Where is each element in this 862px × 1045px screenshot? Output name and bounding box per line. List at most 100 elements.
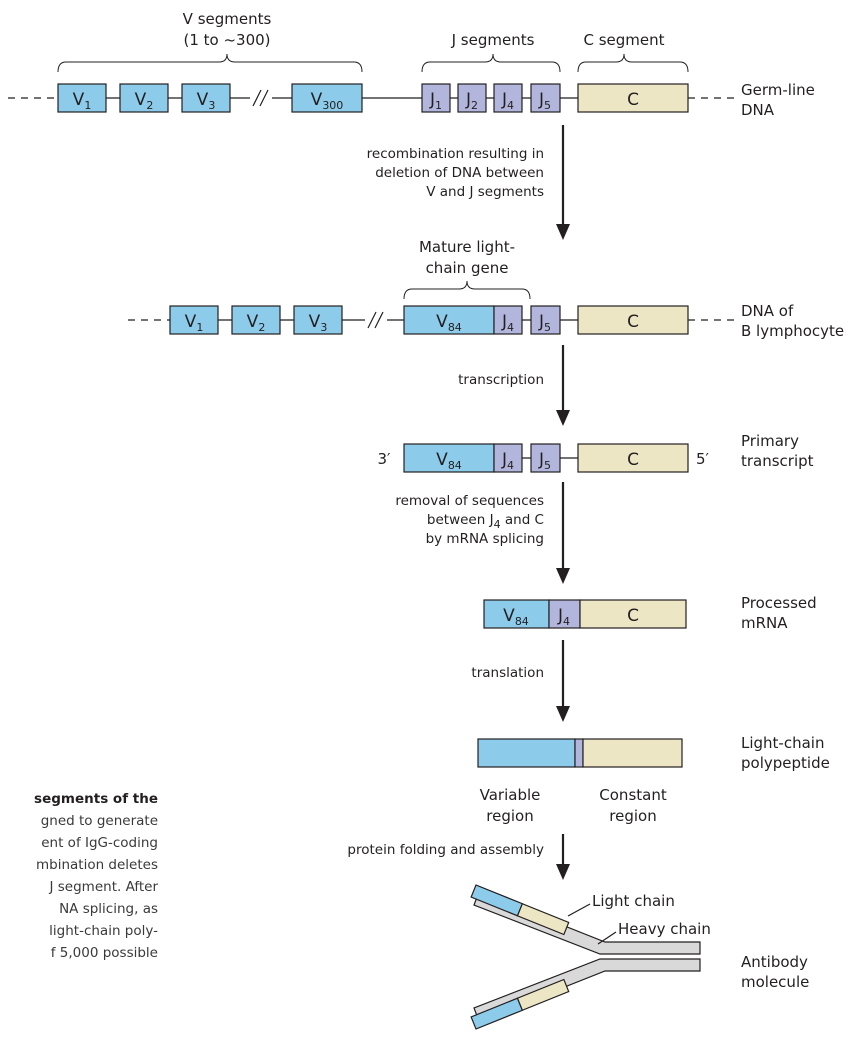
- germline-j5-label: J5: [538, 90, 551, 112]
- upper-light-chain: [470, 884, 570, 936]
- recombination-note-line1: recombination resulting in: [367, 146, 544, 162]
- constant-region-label-line1: Constant: [599, 786, 667, 804]
- recombination-note-line3: V and J segments: [426, 184, 544, 200]
- bcell-j4-box: [493, 305, 523, 335]
- variable-region-label-line1: Variable: [480, 786, 541, 804]
- variable-region-label-line2: region: [486, 807, 533, 825]
- primary-3prime-end: 3′: [378, 450, 392, 468]
- caption-line-3: ent of IgG-coding: [41, 835, 158, 851]
- mature-gene-brace: [403, 280, 531, 300]
- primary-j4-label: J4: [501, 450, 514, 472]
- translation-arrowhead: [556, 706, 570, 722]
- primary-label-line1: Primary: [741, 432, 799, 450]
- germline-v3-box: [181, 83, 231, 113]
- bcell-break-gap: [365, 308, 387, 332]
- transcription-note: transcription: [458, 372, 544, 388]
- v-segments-range: (1 to ~300): [183, 31, 270, 49]
- light-chain-label: Light chain: [592, 892, 675, 910]
- caption-line-6: NA splicing, as: [59, 901, 158, 917]
- bcell-v3-box: [293, 305, 343, 335]
- germline-label-line2: DNA: [741, 101, 775, 119]
- processed-v84-label: V84: [503, 606, 529, 628]
- bcell-v2-box: [231, 305, 281, 335]
- processed-j4-label: J4: [557, 606, 570, 628]
- bcell-v2-label: V2: [247, 312, 266, 334]
- antibody-molecule: Light chain Heavy chain Antibody molecul…: [470, 884, 809, 1030]
- bcell-v1-box: [169, 305, 219, 335]
- germline-j5-box: [530, 83, 561, 113]
- recombination-arrowhead: [556, 224, 570, 240]
- germline-j2-box: [457, 83, 487, 113]
- bcell-v1-label: V1: [185, 312, 204, 334]
- caption-line-5: J segment. After: [49, 879, 159, 895]
- germline-c-box: [577, 83, 689, 113]
- caption-line-7: light-chain poly-: [49, 923, 158, 939]
- splicing-note-line3: by mRNA splicing: [426, 531, 544, 547]
- bcell-j5-box: [530, 305, 561, 335]
- germline-j4-box: [493, 83, 523, 113]
- bcell-c-box: [577, 305, 689, 335]
- heavy-chain-leader: [597, 931, 617, 945]
- processed-label-line1: Processed: [741, 594, 817, 612]
- lower-light-chain-constant: [516, 978, 570, 1012]
- bcell-label-line2: B lymphocyte: [741, 322, 844, 340]
- recombination-note: recombination resulting in deletion of D…: [367, 146, 544, 200]
- primary-5prime-end: 5′: [696, 450, 710, 468]
- splicing-note-line1: removal of sequences: [395, 493, 544, 509]
- break-mark: [259, 89, 269, 107]
- antibody-label-line2: molecule: [741, 973, 809, 991]
- germline-v300-box: [291, 83, 363, 113]
- bcell-j5-label: J5: [538, 312, 551, 334]
- germline-v1-label: V1: [73, 90, 92, 112]
- primary-j5-label: J5: [538, 450, 551, 472]
- processed-mrna-row: V84 J4 C Processed mRNA: [483, 594, 817, 632]
- primary-c-box: [577, 443, 689, 473]
- constant-region-label-line2: region: [609, 807, 656, 825]
- germline-v3-label: V3: [197, 90, 216, 112]
- germline-v2-box: [119, 83, 169, 113]
- processed-j4-box: [548, 599, 581, 629]
- folding-arrowhead: [556, 864, 570, 880]
- heavy-chain-label: Heavy chain: [618, 920, 711, 938]
- germline-v1-box: [57, 83, 107, 113]
- caption-line-8: f 5,000 possible: [51, 945, 158, 961]
- upper-light-chain-constant: [516, 902, 570, 936]
- figure-caption: segments of the gned to generate ent of …: [34, 791, 158, 961]
- bcell-v84-label: V84: [436, 312, 462, 334]
- processed-v84-box: [483, 599, 550, 629]
- v-segments-header: V segments: [183, 10, 272, 28]
- polypeptide-label-line2: polypeptide: [741, 754, 830, 772]
- processed-c-box: [579, 599, 687, 629]
- processed-label-line2: mRNA: [741, 614, 788, 632]
- germline-j1-box: [421, 83, 451, 113]
- polypeptide-variable-part: [477, 738, 576, 768]
- germline-v2-label: V2: [135, 90, 154, 112]
- germline-j1-label: J1: [429, 90, 442, 112]
- primary-j4-box: [493, 443, 523, 473]
- processed-c-label: C: [627, 606, 639, 626]
- splicing-note-line2: between J4 and C: [427, 512, 544, 531]
- germline-break-gap: [250, 86, 272, 110]
- break-mark: [252, 89, 262, 107]
- mature-gene-label-line1: Mature light-: [419, 238, 515, 256]
- primary-v84-box: [403, 443, 495, 473]
- germline-v300-label: V300: [311, 90, 344, 112]
- translation-note: translation: [471, 665, 544, 681]
- folding-note: protein folding and assembly: [347, 842, 544, 858]
- light-chain-leader: [567, 903, 591, 917]
- j-segments-header: J segments: [451, 31, 535, 49]
- break-mark: [374, 311, 384, 329]
- bcell-v84-box: [403, 305, 495, 335]
- bcell-v3-label: V3: [309, 312, 328, 334]
- recombination-note-line2: deletion of DNA between: [375, 165, 544, 181]
- primary-c-label: C: [627, 450, 639, 470]
- mature-gene-label-line2: chain gene: [426, 259, 509, 277]
- polypeptide-constant-part: [582, 738, 683, 768]
- germline-j4-label: J4: [501, 90, 514, 112]
- break-mark: [367, 311, 377, 329]
- c-segment-header: C segment: [583, 31, 664, 49]
- germline-dna-row: V segments (1 to ~300) J segments C segm…: [8, 10, 815, 119]
- v-segments-brace: [57, 53, 363, 73]
- caption-line-2: gned to generate: [41, 813, 158, 829]
